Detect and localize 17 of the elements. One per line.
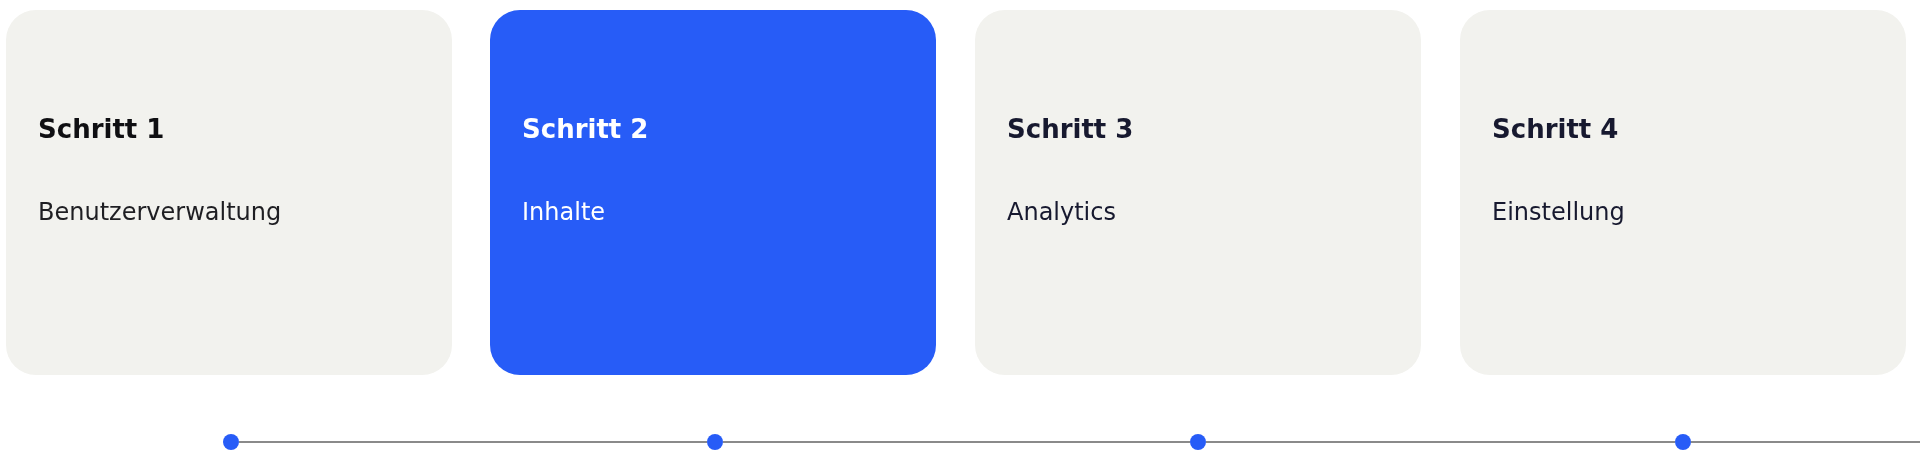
step-title: Schritt 2 <box>522 113 649 145</box>
timeline-line <box>238 441 708 443</box>
timeline-dot <box>707 434 723 450</box>
step-label: Einstellung <box>1492 197 1625 227</box>
timeline-line <box>1690 441 1920 443</box>
timeline-line <box>722 441 1191 443</box>
step-label: Inhalte <box>522 197 606 227</box>
step-title: Schritt 3 <box>1007 113 1134 145</box>
timeline-dot <box>223 434 239 450</box>
step-label: Benutzerverwaltung <box>38 197 282 227</box>
timeline-line <box>1205 441 1676 443</box>
step-title: Schritt 4 <box>1492 113 1619 145</box>
step-card <box>490 10 936 375</box>
step-title: Schritt 1 <box>38 113 165 145</box>
timeline-dot <box>1675 434 1691 450</box>
timeline-dot <box>1190 434 1206 450</box>
step-label: Analytics <box>1007 197 1116 227</box>
